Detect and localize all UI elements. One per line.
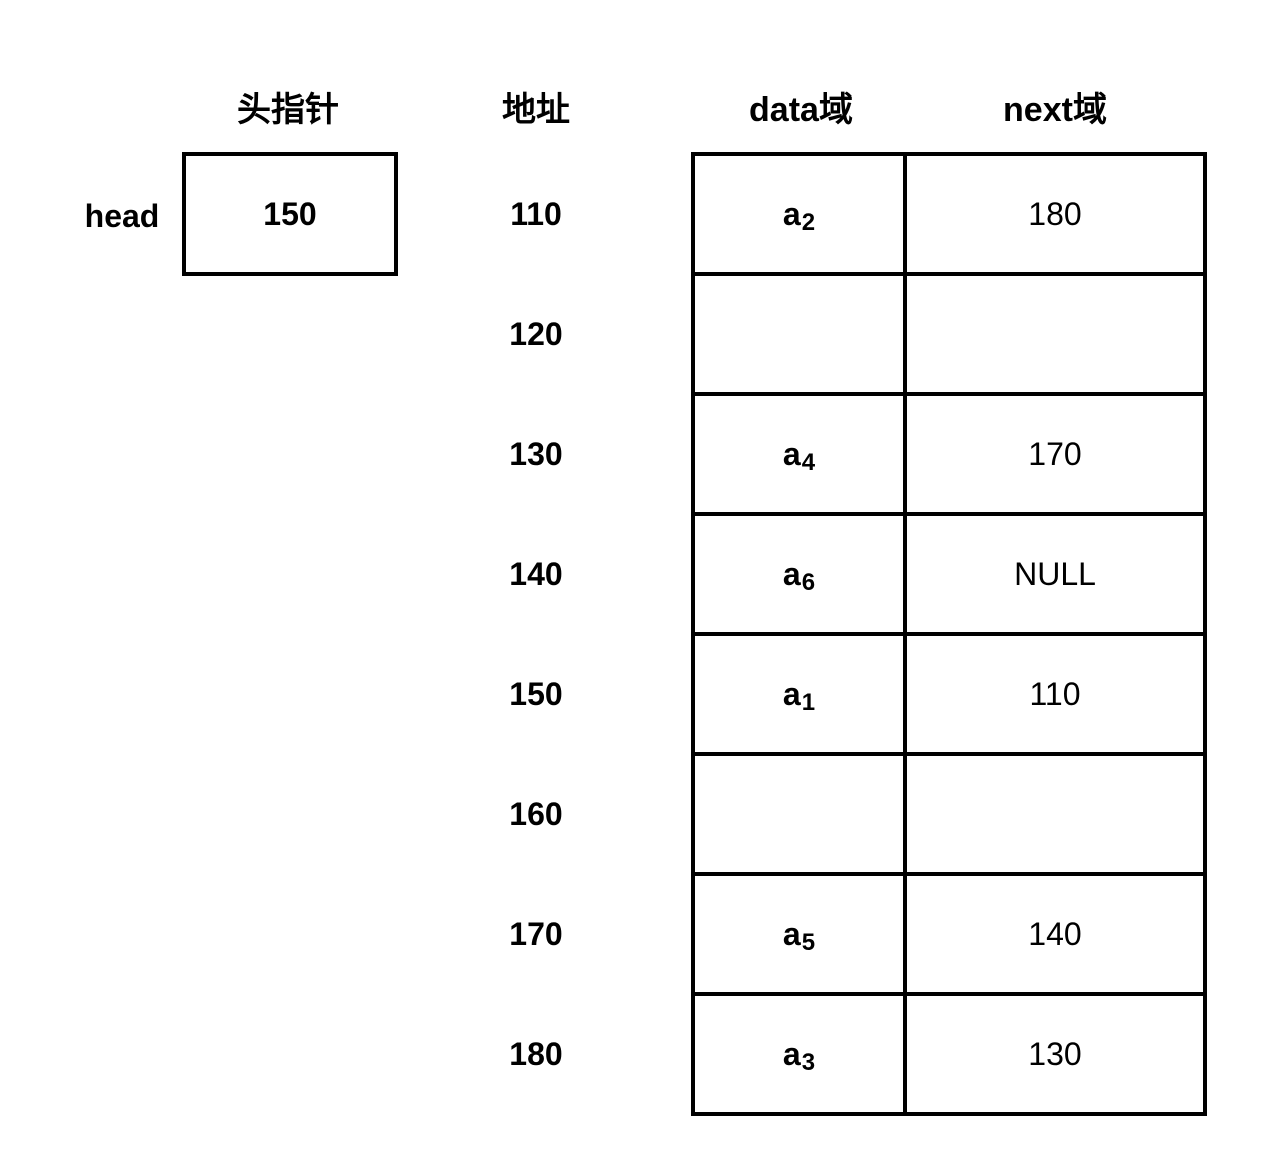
head-pointer-value: 150 <box>263 195 317 232</box>
head-label: head <box>84 198 160 234</box>
next-cell: 140 <box>903 872 1207 996</box>
next-value: 170 <box>1028 435 1082 472</box>
head-pointer-box: 150 <box>182 152 398 276</box>
next-value: 130 <box>1028 1035 1082 1072</box>
address-cell: 160 <box>509 796 563 832</box>
data-cell <box>691 272 907 396</box>
table-row <box>691 272 1207 396</box>
address-cell: 170 <box>509 916 563 952</box>
next-field-header: next域 <box>1003 91 1107 129</box>
next-value: 110 <box>1029 675 1081 712</box>
data-value: a <box>782 435 801 472</box>
next-value: 180 <box>1028 195 1082 232</box>
data-subscript: 5 <box>801 929 816 956</box>
address-cell: 140 <box>509 556 563 592</box>
data-subscript: 3 <box>801 1049 816 1076</box>
data-cell <box>691 752 907 876</box>
data-value: a <box>782 195 801 232</box>
data-value: a <box>782 675 801 712</box>
head-pointer-header: 头指针 <box>237 91 339 129</box>
next-value: 140 <box>1028 915 1082 952</box>
next-cell: NULL <box>903 512 1207 636</box>
address-cell: 180 <box>509 1036 563 1072</box>
address-cell: 110 <box>510 196 562 232</box>
next-cell <box>903 272 1207 396</box>
address-cell: 130 <box>509 436 563 472</box>
next-cell: 180 <box>903 152 1207 276</box>
address-column: 110 120 130 140 150 160 170 180 <box>436 152 636 1112</box>
next-cell <box>903 752 1207 876</box>
data-field-header: data域 <box>749 91 853 129</box>
data-subscript: 2 <box>801 209 816 236</box>
address-cell: 120 <box>509 316 563 352</box>
next-cell: 110 <box>903 632 1207 756</box>
data-subscript: 4 <box>801 449 816 476</box>
next-cell: 170 <box>903 392 1207 516</box>
next-cell: 130 <box>903 992 1207 1116</box>
data-value: a <box>782 555 801 592</box>
data-value: a <box>782 915 801 952</box>
address-cell: 150 <box>509 676 563 712</box>
address-header: 地址 <box>502 91 570 129</box>
table-row <box>691 752 1207 876</box>
data-value: a <box>782 1035 801 1072</box>
data-subscript: 1 <box>801 689 816 716</box>
next-value: NULL <box>1014 555 1096 592</box>
data-subscript: 6 <box>801 569 816 596</box>
